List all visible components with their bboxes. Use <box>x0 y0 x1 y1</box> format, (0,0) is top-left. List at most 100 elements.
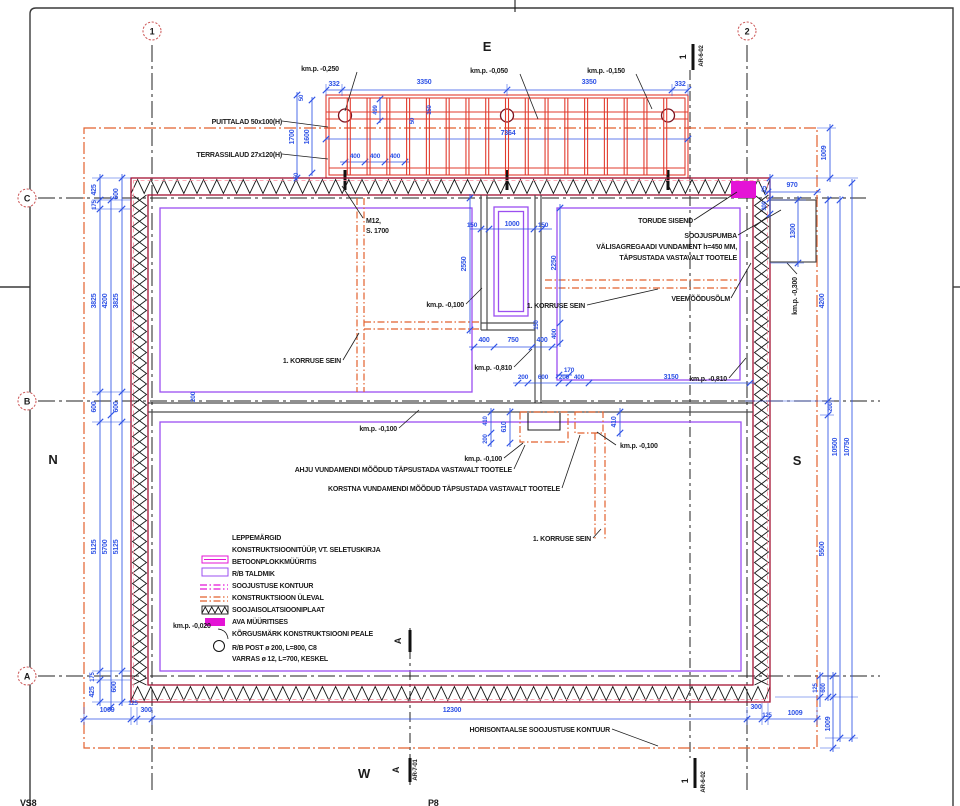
dim: 175 <box>92 199 98 209</box>
sheet-vs8: VS8 <box>20 798 37 806</box>
label-horisontaalse: HORISONTAALSE SOOJUSTUSE KONTUUR <box>470 727 611 734</box>
level-810-right: km.p. -0,810 <box>689 376 727 383</box>
dim: 200 <box>559 374 570 381</box>
dim: 750 <box>507 337 518 344</box>
dim: 1009 <box>825 716 832 731</box>
dim: 332 <box>328 81 339 88</box>
dim: 400 <box>370 153 381 160</box>
dim: 125 <box>813 682 819 692</box>
label-korruse-sein-low: 1. KORRUSE SEIN <box>533 536 591 543</box>
section-1-top-ref: AR-6-02 <box>699 45 705 67</box>
legend-row2: BETOONPLOKKMÜÜRITIS <box>232 557 317 566</box>
dim: 25 <box>762 185 768 192</box>
compass-east: E <box>483 39 492 54</box>
dim: 3350 <box>582 79 597 86</box>
legend-row9b: VARRAS ø 12, L=700, KESKEL <box>232 656 329 663</box>
section-a-top: A <box>393 637 403 644</box>
dim: 5700 <box>102 539 109 554</box>
legend-row4: SOOJUSTUSE KONTUUR <box>232 583 313 590</box>
interior-walls <box>148 195 817 431</box>
dim: 332 <box>674 81 685 88</box>
section-1-bot-ref: AR-6-02 <box>701 771 707 793</box>
chimney-foundation <box>574 411 604 434</box>
dim: 3825 <box>91 293 98 308</box>
sheet-p8: P8 <box>428 798 439 806</box>
section-markers <box>408 44 697 788</box>
dim: 50 <box>299 94 305 101</box>
level-100-d: km.p. -0,100 <box>620 443 658 450</box>
legend-title: LEPPEMÄRGID <box>232 534 281 542</box>
dim: 3825 <box>113 293 120 308</box>
dim: 1300 <box>790 223 797 238</box>
first-floor-wall-lines <box>356 198 737 540</box>
dim: 3350 <box>417 79 432 86</box>
dim: 400 <box>390 153 401 160</box>
dim: 1600 <box>304 129 311 144</box>
dim: 50 <box>294 172 300 179</box>
dim: 600 <box>111 681 118 692</box>
dim: 610 <box>501 421 508 432</box>
dim: 4200 <box>102 293 109 308</box>
dim: 10750 <box>844 437 851 456</box>
deck-joists <box>346 98 668 175</box>
dim: 410 <box>483 415 489 425</box>
leader-lines <box>281 71 798 747</box>
dim: 600 <box>113 188 120 199</box>
label-torude-sisend: TORUDE SISEND <box>638 218 693 225</box>
dim: 170 <box>564 367 575 374</box>
section-a-ref: AR-7-01 <box>413 759 419 781</box>
label-soojuspumba-2: VÄLISAGREGAADI VUNDAMENT h=450 MM, <box>596 243 737 251</box>
dim: 300 <box>762 200 768 210</box>
oven-foundation <box>519 411 569 443</box>
legend-kmp: km.p. -0,020 <box>173 623 211 630</box>
dim: 150 <box>538 222 549 229</box>
level-100-a: km.p. -0,100 <box>426 302 464 309</box>
legend-row1: KONSTRUKTSIOONITÜÜP, VT. SELETUSKIRJA <box>232 545 381 554</box>
dim: 125 <box>762 713 772 719</box>
label-ahju: AHJU VUNDAMENDI MÕÕDUD TÄPSUSTADA VASTAV… <box>295 465 513 474</box>
dim: 4200 <box>819 293 826 308</box>
dim: 150 <box>534 319 540 329</box>
dim: 410 <box>611 416 618 427</box>
wall-opening <box>731 181 756 198</box>
dim: 200 <box>483 433 489 443</box>
dim: 2250 <box>551 255 558 270</box>
dim: 499 <box>373 104 379 114</box>
label-korstna: KORSTNA VUNDAMENDI MÕÕDUD TÄPSUSTADA VAS… <box>328 484 561 493</box>
section-1-top: 1 <box>678 54 688 59</box>
dim: 600 <box>821 682 827 692</box>
label-korruse-sein-left: 1. KORRUSE SEIN <box>283 358 341 365</box>
grid-1: 1 <box>150 27 155 37</box>
dim: 1700 <box>289 129 296 144</box>
level-deck-mid: km.p. -0,050 <box>470 68 508 75</box>
grid-b: B <box>24 397 31 407</box>
level-810-mid: km.p. -0,810 <box>474 365 512 372</box>
grid-c: C <box>24 194 31 204</box>
label-veemoodusolm: VEEMÕÕDUSÕLM <box>671 294 730 303</box>
legend-symbols <box>200 555 229 652</box>
label-terrassilaud: TERRASSILAUD 27x120(H) <box>197 152 282 159</box>
dim: 200 <box>190 391 197 402</box>
level-deck-right: km.p. -0,150 <box>587 68 625 75</box>
grid-a: A <box>24 672 31 682</box>
label-soojuspumba-1: SOOJUSPUMBA <box>684 233 737 240</box>
dim: 7364 <box>501 130 516 137</box>
dim: 200 <box>518 374 529 381</box>
dim: 125 <box>128 701 138 707</box>
dim: 300 <box>140 707 151 714</box>
legend-row7: AVA MÜÜRITISES <box>232 617 288 626</box>
grid-lines <box>38 0 880 790</box>
level-deck-left: km.p. -0,250 <box>301 66 339 73</box>
dim: 600 <box>538 374 549 381</box>
legend-row6: SOOJAISOLATSIOONIPLAAT <box>232 607 325 614</box>
dim: 1009 <box>821 145 828 160</box>
dim: 5125 <box>91 539 98 554</box>
page-frame <box>0 7 960 806</box>
dim: 400 <box>574 374 585 381</box>
dim: 1000 <box>505 221 520 228</box>
dim: 600 <box>91 401 98 412</box>
section-1-bot: 1 <box>680 778 690 783</box>
dim: 400 <box>536 337 547 344</box>
